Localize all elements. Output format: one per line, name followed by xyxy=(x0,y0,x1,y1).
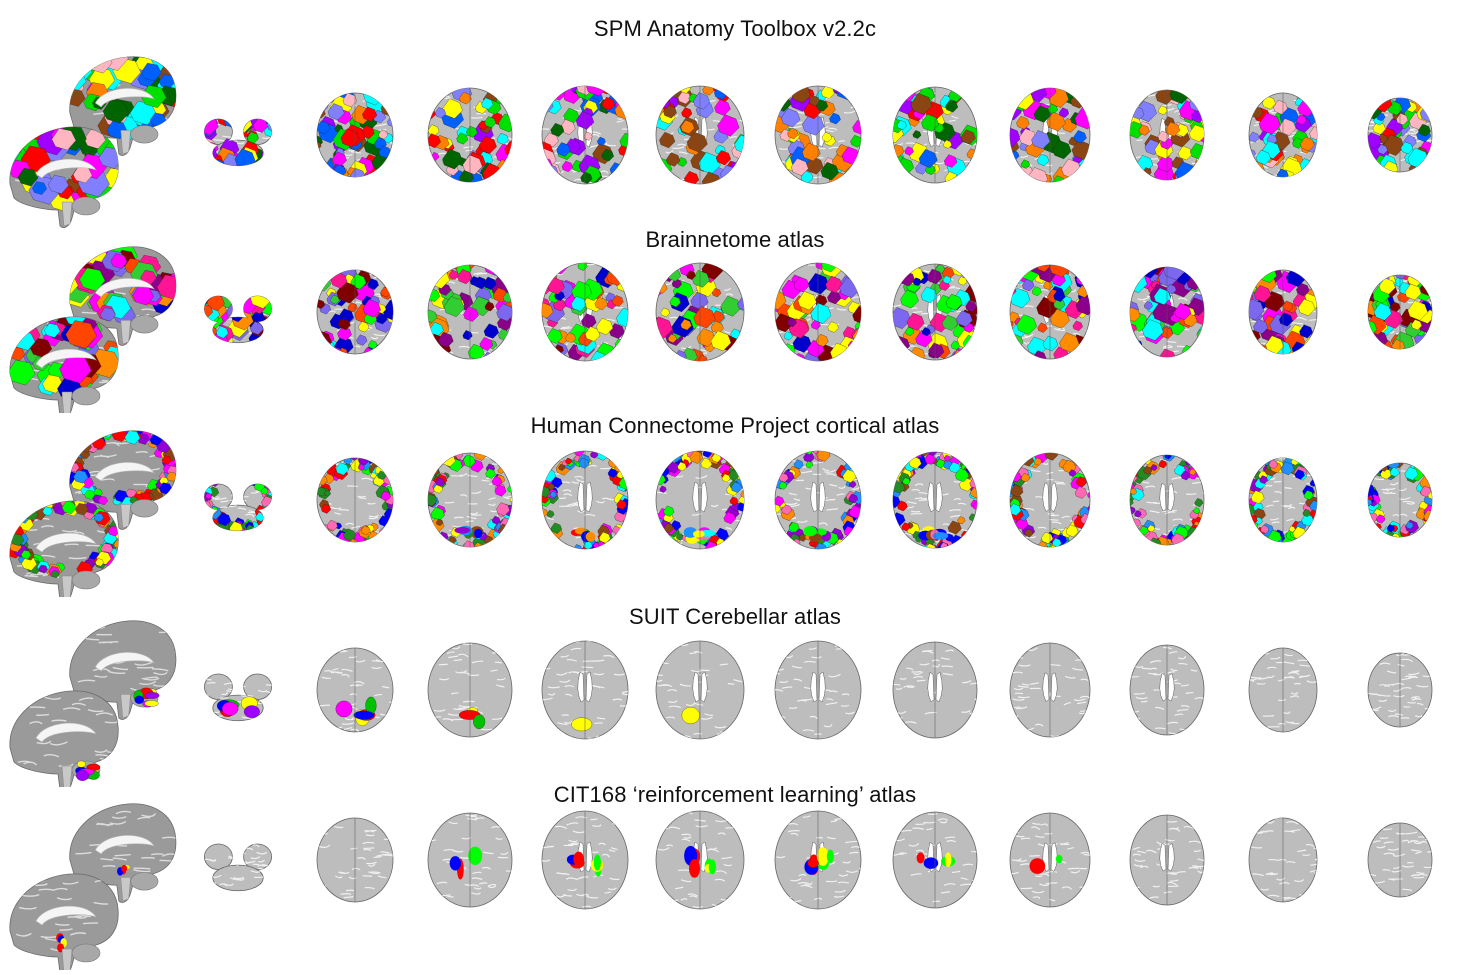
axial-slice xyxy=(1367,274,1433,350)
axial-slice xyxy=(316,269,394,355)
axial-slice xyxy=(1248,92,1318,178)
axial-slice xyxy=(1009,87,1091,183)
axial-slice xyxy=(1009,264,1091,360)
axial-slice xyxy=(1129,266,1205,358)
axial-slice xyxy=(655,640,745,740)
axial-slice xyxy=(316,92,394,178)
sagittal-view-spm-anatomy xyxy=(9,56,177,228)
axial-slice xyxy=(774,640,862,740)
axial-slice xyxy=(427,452,513,548)
axial-slice xyxy=(655,810,745,910)
axial-slice xyxy=(1367,652,1433,728)
axial-slice xyxy=(655,262,745,362)
axial-slice xyxy=(774,85,862,185)
sagittal-view-hcp-cortical xyxy=(9,430,177,597)
atlas-title-hcp-cortical: Human Connectome Project cortical atlas xyxy=(530,413,940,438)
axial-slice xyxy=(1367,822,1433,898)
axial-slice xyxy=(655,450,745,550)
atlas-title-cit168: CIT168 ‘reinforcement learning’ atlas xyxy=(553,782,917,807)
axial-slice xyxy=(203,118,272,167)
axial-slice xyxy=(203,673,272,722)
atlas-title-spm-anatomy: SPM Anatomy Toolbox v2.2c xyxy=(593,16,877,41)
axial-slice xyxy=(541,810,629,910)
axial-slice xyxy=(1009,452,1091,548)
axial-slice xyxy=(1248,817,1318,903)
axial-slice xyxy=(427,264,513,360)
axial-slice xyxy=(1248,457,1318,543)
axial-slice xyxy=(774,262,862,362)
axial-slice xyxy=(892,263,978,361)
axial-slice xyxy=(892,641,978,739)
axial-slice xyxy=(1129,89,1205,181)
axial-slice xyxy=(541,640,629,740)
axial-slice xyxy=(774,450,862,550)
axial-slice xyxy=(316,817,394,903)
axial-slice xyxy=(1367,462,1433,538)
axial-slice xyxy=(1248,647,1318,733)
atlas-title-suit-cerebellar: SUIT Cerebellar atlas xyxy=(628,604,841,629)
sagittal-view-suit-cerebellar xyxy=(9,620,177,787)
axial-slice xyxy=(541,262,629,362)
axial-slice xyxy=(892,86,978,184)
axial-slice xyxy=(1248,269,1318,355)
axial-slice xyxy=(541,85,629,185)
axial-slice xyxy=(427,642,513,738)
axial-slice xyxy=(1129,454,1205,546)
axial-slice xyxy=(203,295,272,344)
axial-slice xyxy=(427,87,513,183)
axial-slice xyxy=(892,451,978,549)
axial-slice xyxy=(774,810,862,910)
axial-slice xyxy=(541,450,629,550)
sagittal-view-brainnetome xyxy=(9,246,177,413)
sagittal-view-cit168 xyxy=(9,803,177,970)
axial-slice xyxy=(892,811,978,909)
axial-slice xyxy=(1129,814,1205,906)
axial-slice xyxy=(1009,642,1091,738)
atlas-title-brainnetome: Brainnetome atlas xyxy=(645,227,825,252)
axial-slice xyxy=(1009,812,1091,908)
axial-slice xyxy=(427,812,513,908)
axial-slice xyxy=(203,483,272,532)
axial-slice xyxy=(655,85,745,185)
axial-slice xyxy=(1129,644,1205,736)
axial-slice xyxy=(1367,97,1433,173)
axial-slice xyxy=(316,647,394,733)
axial-slice xyxy=(316,457,394,543)
axial-slice xyxy=(203,843,272,892)
